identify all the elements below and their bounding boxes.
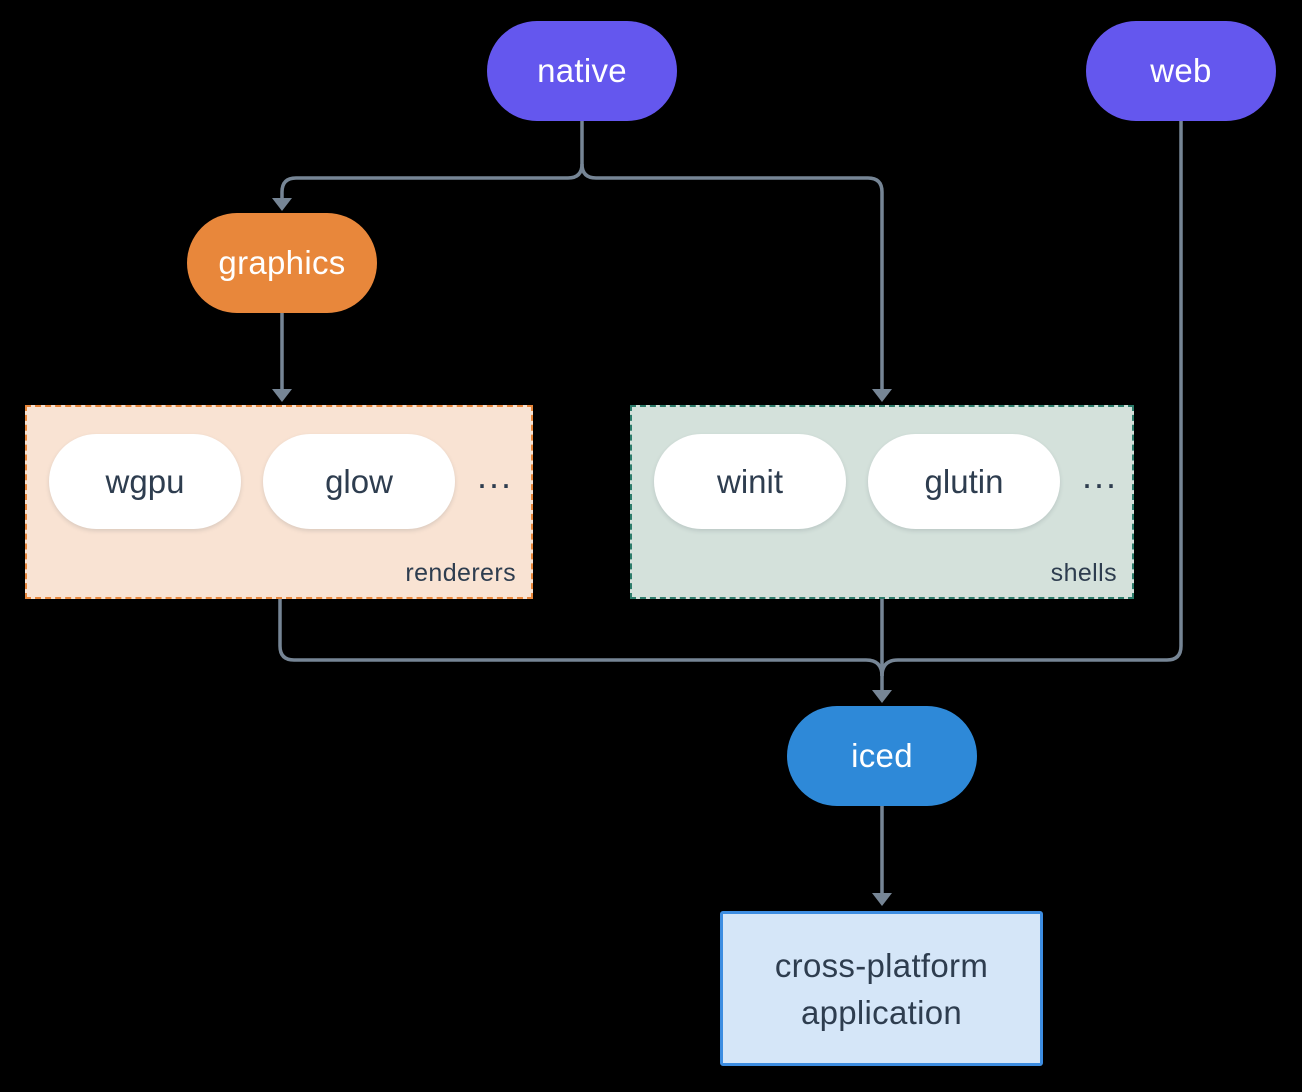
connector-native-to-shells — [580, 163, 884, 390]
node-glutin: glutin — [868, 434, 1060, 529]
shells-ellipsis: ... — [1082, 454, 1119, 496]
connector-native-to-graphics — [280, 163, 584, 199]
node-web: web — [1086, 21, 1276, 121]
renderers-group-label: renderers — [405, 559, 516, 587]
node-winit: winit — [654, 434, 846, 529]
node-native: native — [487, 21, 677, 121]
node-cross-platform-application: cross-platform application — [720, 911, 1043, 1066]
group-renderers: wgpu glow ... renderers — [25, 405, 533, 599]
arrowhead-to-iced — [872, 690, 892, 703]
node-glutin-label: glutin — [924, 462, 1004, 500]
arrowhead-to-graphics — [272, 198, 292, 211]
node-iced: iced — [787, 706, 977, 806]
shells-pill-row: winit glutin ... — [632, 407, 1132, 529]
app-label-line1: cross-platform — [774, 946, 989, 984]
node-graphics: graphics — [187, 213, 377, 313]
node-winit-label: winit — [716, 462, 784, 500]
shells-group-label: shells — [1050, 559, 1117, 587]
arrowhead-to-shells — [872, 389, 892, 402]
node-web-label: web — [1150, 52, 1212, 89]
node-iced-label: iced — [851, 737, 913, 774]
connector-web-to-iced — [880, 121, 1183, 677]
node-wgpu-label: wgpu — [105, 462, 185, 500]
node-wgpu: wgpu — [49, 434, 241, 529]
app-label-line2: application — [800, 993, 963, 1031]
node-native-label: native — [537, 52, 627, 89]
renderers-pill-row: wgpu glow ... — [27, 407, 531, 529]
node-glow-label: glow — [325, 462, 393, 500]
node-glow: glow — [263, 434, 455, 529]
node-graphics-label: graphics — [218, 244, 346, 281]
arrowhead-to-app — [872, 893, 892, 906]
arrowhead-to-renderers — [272, 389, 292, 402]
group-shells: winit glutin ... shells — [630, 405, 1134, 599]
renderers-ellipsis: ... — [477, 454, 514, 496]
connector-renderers-to-iced — [278, 599, 884, 677]
